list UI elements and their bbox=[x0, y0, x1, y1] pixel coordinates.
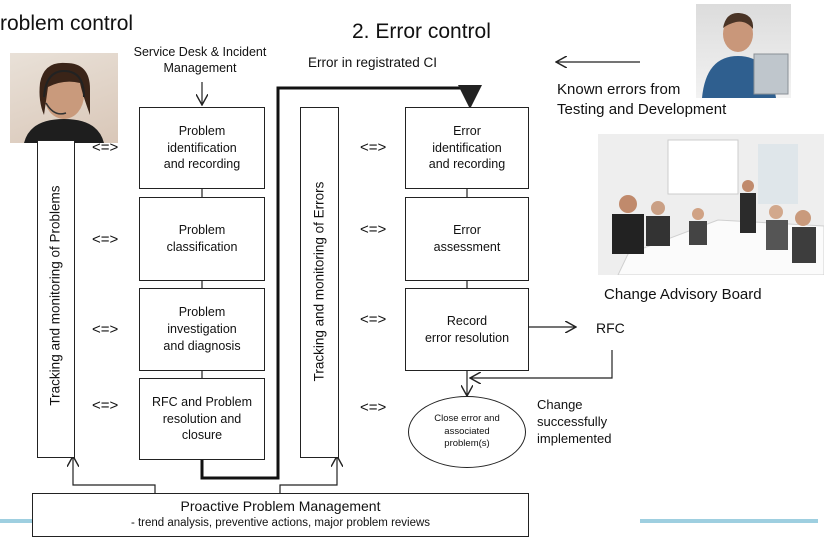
accent-bar-left bbox=[0, 519, 32, 523]
tracking-errors-label: Tracking and monitoring of Errors bbox=[311, 181, 327, 382]
record-error-resolution-box: Record error resolution bbox=[405, 288, 529, 371]
board-meeting-photo bbox=[598, 134, 824, 275]
double-arrow-icon: <=> bbox=[360, 139, 387, 156]
problem-control-title: roblem control bbox=[0, 12, 134, 35]
double-arrow-icon: <=> bbox=[360, 311, 387, 328]
proactive-title: Proactive Problem Management bbox=[180, 498, 381, 514]
error-in-ci-label: Error in registrated CI bbox=[308, 55, 438, 70]
problem-identification-box: Problem identification and recording bbox=[139, 107, 265, 189]
close-error-ellipse: Close error and associated problem(s) bbox=[408, 396, 526, 468]
error-identification-box: Error identification and recording bbox=[405, 107, 529, 189]
tracking-problems-box bbox=[37, 140, 75, 458]
change-successful-label: Change successfully implemented bbox=[537, 397, 612, 446]
double-arrow-icon: <=> bbox=[92, 139, 119, 156]
tracking-errors-box bbox=[300, 107, 339, 458]
rfc-problem-resolution-box: RFC and Problem resolution and closure bbox=[139, 378, 265, 460]
proactive-management-box: Proactive Problem Management - trend ana… bbox=[32, 493, 529, 537]
headset-agent-photo bbox=[10, 53, 118, 143]
developer-at-laptop-photo bbox=[696, 4, 791, 98]
tracking-problems-label: Tracking and monitoring of Problems bbox=[47, 185, 63, 406]
double-arrow-icon: <=> bbox=[92, 231, 119, 248]
problem-classification-box: Problem classification bbox=[139, 197, 265, 281]
accent-bar-right bbox=[640, 519, 818, 523]
change-advisory-board-label: Change Advisory Board bbox=[604, 286, 762, 303]
error-assessment-box: Error assessment bbox=[405, 197, 529, 281]
proactive-subtitle: - trend analysis, preventive actions, ma… bbox=[130, 517, 431, 529]
double-arrow-icon: <=> bbox=[360, 221, 387, 238]
problem-investigation-box: Problem investigation and diagnosis bbox=[139, 288, 265, 371]
double-arrow-icon: <=> bbox=[92, 397, 119, 414]
rfc-label: RFC bbox=[596, 320, 625, 336]
service-desk-label: Service Desk & Incident Management bbox=[133, 45, 267, 76]
known-errors-label: Known errors from Testing and Developmen… bbox=[557, 81, 727, 119]
double-arrow-icon: <=> bbox=[360, 399, 387, 416]
double-arrow-icon: <=> bbox=[92, 321, 119, 338]
error-control-title: 2. Error control bbox=[352, 20, 491, 43]
